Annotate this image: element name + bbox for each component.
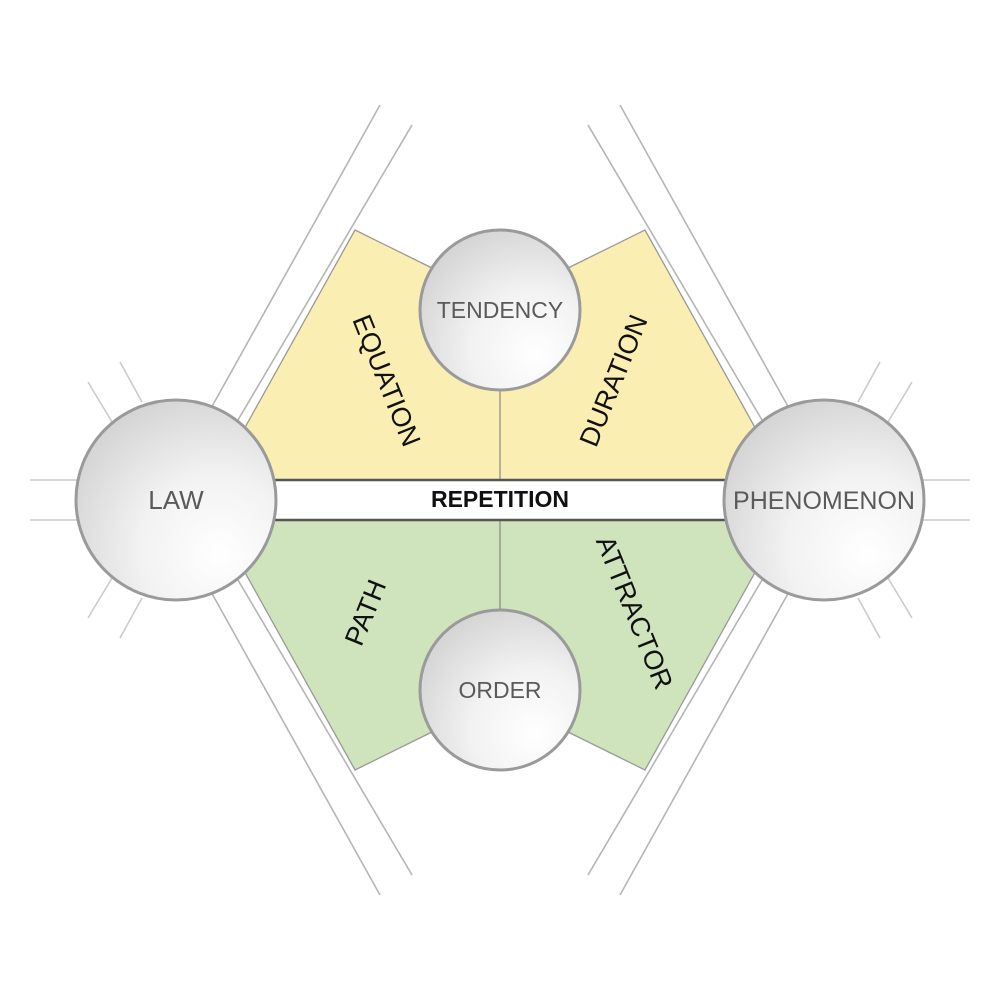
node-order: ORDER <box>418 608 582 772</box>
phenomenon-stub-5 <box>887 577 913 619</box>
law-label: LAW <box>148 485 204 515</box>
phenomenon-stub-4 <box>857 361 881 403</box>
tendency-label: TENDENCY <box>437 297 564 323</box>
guide-line-lower-right-inner <box>587 579 763 876</box>
repetition-label: REPETITION <box>431 486 569 512</box>
node-law: LAW <box>74 398 278 602</box>
phenomenon-stub-3 <box>887 381 913 423</box>
guide-line-upper-left-inner <box>237 124 413 421</box>
guide-line-upper-right-outer <box>619 104 791 411</box>
guide-line-lower-right-outer <box>619 589 791 896</box>
guide-line-upper-right-inner <box>587 124 763 421</box>
law-stub-4 <box>119 361 143 403</box>
law-stub-6 <box>119 597 143 639</box>
order-label: ORDER <box>458 677 541 703</box>
node-phenomenon: PHENOMENON <box>722 398 926 602</box>
phenomenon-label: PHENOMENON <box>733 487 915 515</box>
phenomenon-stub-6 <box>857 597 881 639</box>
guide-line-lower-left-inner <box>237 579 413 876</box>
guide-line-lower-left-outer <box>209 589 381 896</box>
guide-lines <box>30 104 970 896</box>
node-tendency: TENDENCY <box>418 228 582 392</box>
guide-line-upper-left-outer <box>209 104 381 411</box>
law-stub-3 <box>87 381 113 423</box>
law-stub-5 <box>87 577 113 619</box>
